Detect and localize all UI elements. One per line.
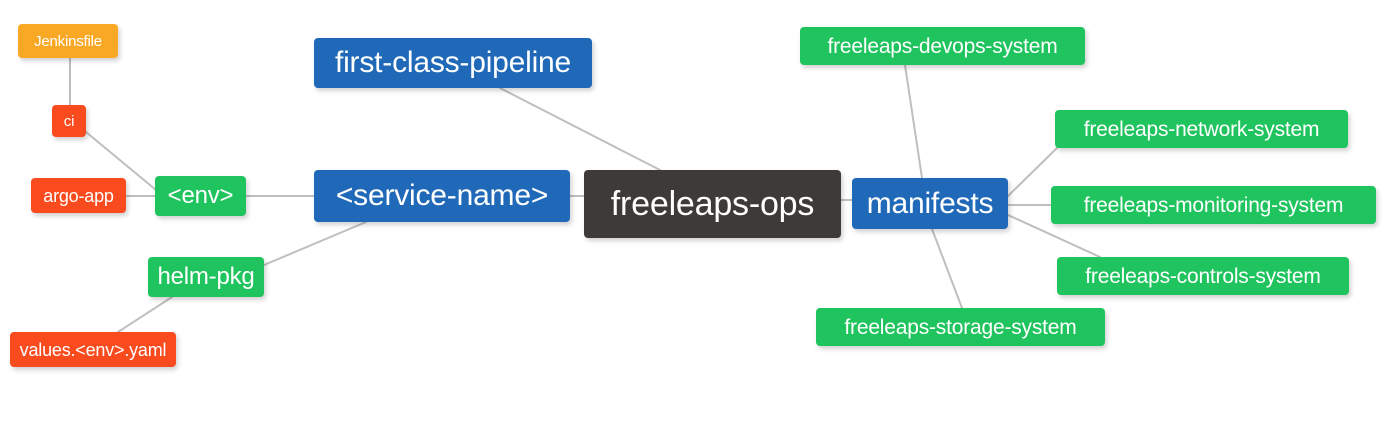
node-label: ci	[63, 112, 75, 130]
e-pipeline-ops	[499, 87, 661, 171]
node-label: freeleaps-ops	[610, 185, 815, 223]
node-freeleaps-network-system[interactable]: freeleaps-network-system	[1055, 110, 1348, 148]
e-manifests-network	[1007, 147, 1058, 197]
node-label: <env>	[167, 182, 234, 209]
node-label: freeleaps-devops-system	[827, 34, 1058, 58]
node-label: values.<env>.yaml	[19, 339, 167, 360]
node-label: helm-pkg	[157, 263, 255, 290]
e-values-helm	[117, 296, 173, 333]
node-label: <service-name>	[335, 179, 549, 212]
node-label: first-class-pipeline	[334, 46, 572, 79]
node-helm-pkg[interactable]: helm-pkg	[148, 257, 264, 297]
node-freeleaps-storage-system[interactable]: freeleaps-storage-system	[816, 308, 1105, 346]
node-label: argo-app	[43, 185, 114, 206]
node-label: freeleaps-monitoring-system	[1083, 193, 1344, 217]
node-manifests[interactable]: manifests	[852, 178, 1008, 229]
node-label: freeleaps-storage-system	[844, 315, 1077, 339]
node-first-class-pipeline[interactable]: first-class-pipeline	[314, 38, 592, 88]
node-argo-app[interactable]: argo-app	[31, 178, 126, 213]
node-freeleaps-controls-system[interactable]: freeleaps-controls-system	[1057, 257, 1349, 295]
node-label: manifests	[866, 186, 994, 220]
node-jenkinsfile[interactable]: Jenkinsfile	[18, 24, 118, 58]
node-label: Jenkinsfile	[34, 32, 102, 50]
node-label: freeleaps-network-system	[1083, 117, 1320, 141]
e-helm-service	[263, 221, 367, 266]
node-freeleaps-devops-system[interactable]: freeleaps-devops-system	[800, 27, 1085, 65]
node-values-yaml[interactable]: values.<env>.yaml	[10, 332, 176, 367]
node-freeleaps-monitoring-system[interactable]: freeleaps-monitoring-system	[1051, 186, 1376, 224]
node-label: freeleaps-controls-system	[1085, 264, 1321, 288]
node-ci[interactable]: ci	[52, 105, 86, 137]
node-service-name[interactable]: <service-name>	[314, 170, 570, 222]
node-env[interactable]: <env>	[155, 176, 246, 216]
e-manifests-devops	[904, 64, 923, 179]
node-freeleaps-ops[interactable]: freeleaps-ops	[584, 170, 841, 238]
e-manifests-storage	[931, 228, 963, 309]
